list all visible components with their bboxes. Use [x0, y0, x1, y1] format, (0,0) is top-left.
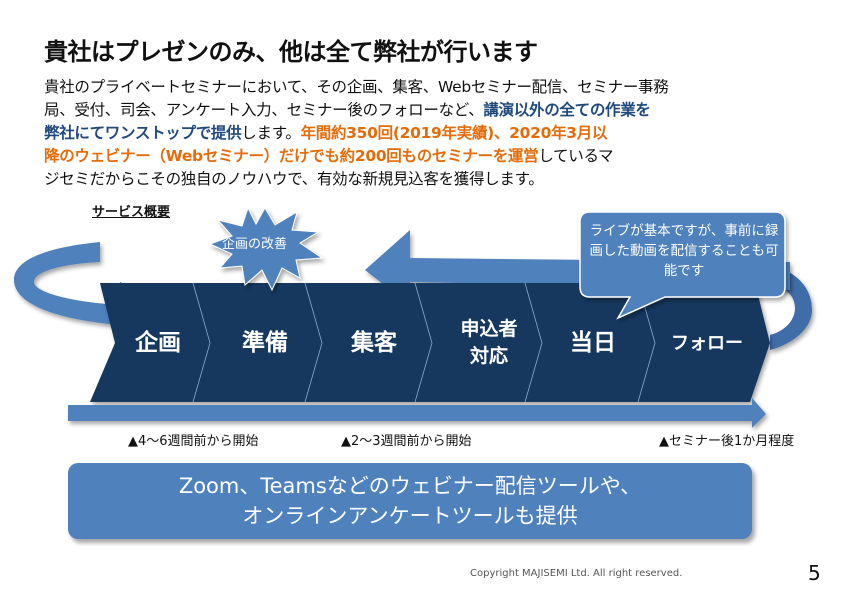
page-number: 5	[808, 561, 821, 585]
para-highlight-blue: 弊社にてワンストップで提供	[44, 124, 242, 142]
para-text: ジセミだからこその独自のノウハウで、有効な新規見込客を獲得します。	[44, 170, 544, 188]
copyright: Copyright MAJISEMI Ltd. All right reserv…	[470, 568, 683, 579]
para-text: 局、受付、司会、アンケート入力、セミナー後のフォローなど、	[44, 101, 484, 119]
para-text: します。	[241, 124, 301, 142]
callout-bubble	[579, 211, 786, 320]
chevron-band	[90, 283, 770, 402]
timeline-label: ▲4～6週間前から開始	[128, 434, 259, 449]
slide-title: 貴社はプレゼンのみ、他は全て弊社が行います	[44, 38, 538, 66]
step-attracting: 集客	[351, 329, 397, 356]
intro-paragraph: 貴社のプライベートセミナーにおいて、その企画、集客、Webセミナー配信、セミナー…	[44, 76, 669, 191]
step-event-day: 当日	[570, 329, 616, 356]
para-text: 貴社のプライベートセミナーにおいて、その企画、集客、Webセミナー配信、セミナー…	[44, 78, 669, 96]
para-text: しているマ	[538, 147, 614, 165]
para-highlight-orange: 年間約350回(2019年実績)、2020年3月以	[300, 124, 608, 142]
tools-info-line: オンラインアンケートツールも提供	[242, 504, 578, 528]
para-highlight-orange: 降のウェビナー（Webセミナー）だけでも約200回ものセミナーを運営	[44, 147, 539, 165]
service-overview-heading: サービス概要	[92, 205, 171, 220]
callout-text: ライブが基本ですが、事前に録画した動画を配信することも可能です	[589, 223, 779, 279]
timeline-arrow	[68, 398, 766, 428]
timeline-label: ▲セミナー後1か月程度	[659, 434, 795, 449]
improvement-starburst	[208, 206, 324, 292]
para-highlight-blue: 講演以外の全ての作業を	[483, 101, 651, 119]
timeline-label: ▲2～3週間前から開始	[341, 434, 472, 449]
loop-arrow-right	[760, 262, 812, 350]
tools-info-line: Zoom、Teamsなどのウェビナー配信ツールや、	[178, 474, 642, 498]
step-follow-up: フォロー	[671, 332, 743, 354]
step-planning: 企画	[135, 329, 181, 356]
tools-info-box: Zoom、Teamsなどのウェビナー配信ツールや、 オンラインアンケートツールも…	[68, 463, 752, 539]
step-preparation: 準備	[242, 329, 288, 356]
step-applicant-handling: 申込者 対応	[460, 318, 518, 367]
improvement-label: 企画の改善	[222, 237, 288, 252]
